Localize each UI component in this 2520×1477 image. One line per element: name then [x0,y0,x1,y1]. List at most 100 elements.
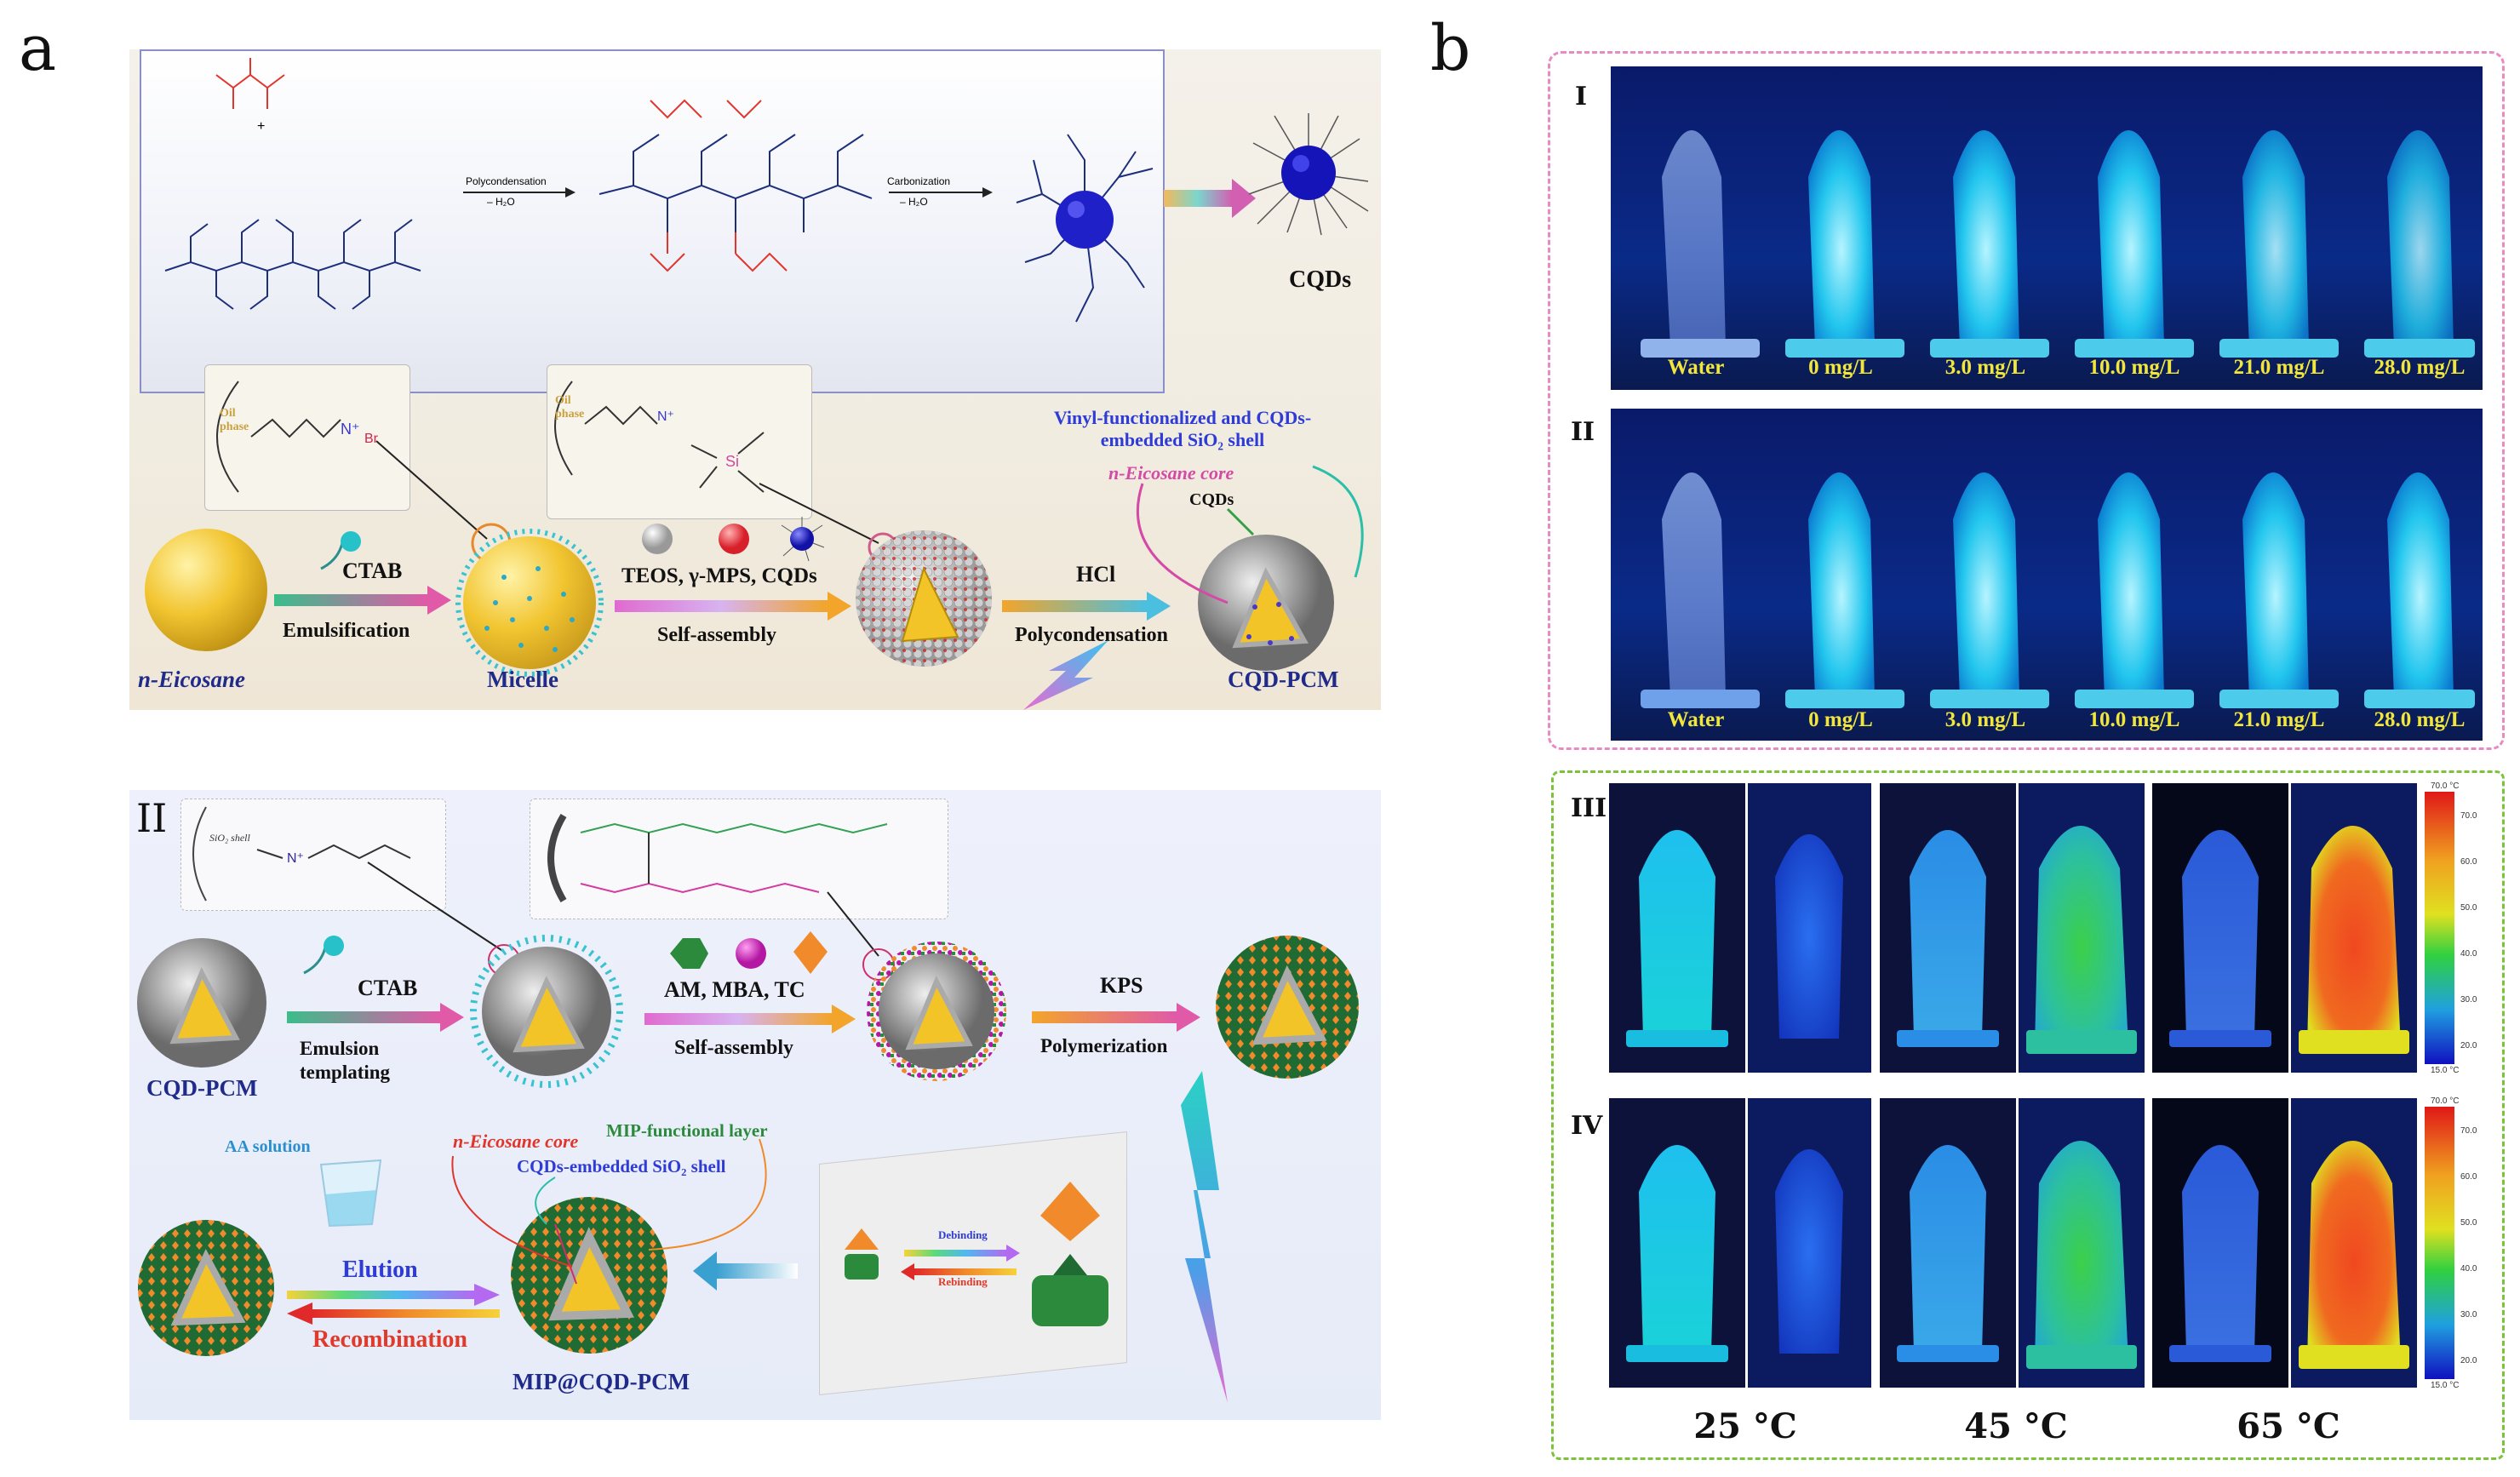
row-I-label-water: Water [1667,356,1725,379]
cqd-pcm-sphere-1 [1198,535,1334,671]
self-assembly-label-2: Self-assembly [674,1037,793,1059]
panel-a-section-II: II SiO₂ shell N⁺ CQD-PCM CTAB Emulsion t… [129,790,1381,1420]
arrow-back [693,1251,798,1291]
thermal-photo-grid [1609,783,2454,1388]
mip-cqd-pcm-sphere-center [511,1197,667,1354]
mip-sphere-left [138,1220,274,1356]
cqd-particle-icon [1248,113,1369,236]
arrow-self-assembly-2 [644,1005,856,1033]
cqd-pcm-label-1: CQD-PCM [1228,667,1339,692]
cb-tick: 20.0 [2460,1041,2477,1051]
cb-tick: 50.0 [2460,1218,2477,1228]
mip-cqd-pcm-label: MIP@CQD-PCM [513,1369,690,1394]
temperature-65: 65 °C [2236,1406,2340,1446]
row-II-label-10: 10.0 mg/L [2088,708,2180,731]
row-II-label-21: 21.0 mg/L [2233,708,2325,731]
temperature-25: 25 °C [1693,1406,1797,1446]
mip-inset [530,799,948,919]
elution-label: Elution [342,1257,418,1283]
mip-layer-label: MIP-functional layer [606,1120,768,1141]
recombination-label: Recombination [312,1326,467,1353]
mip-cqd-pcm-sphere-right [1216,936,1359,1079]
panel-a-section-I: I [129,49,1381,710]
arrow-emulsification [274,586,451,615]
ctab-molecule: N⁺ Br [216,381,379,493]
colorbar-top-label-IV: 70.0 °C [2431,1096,2460,1106]
minus-h2o-label-2: – H₂O [900,196,928,208]
aa-solution-label: AA solution [225,1137,311,1156]
n-eicosane-sphere [145,529,267,651]
colorbar-bottom-label-III: 15.0 °C [2431,1066,2460,1075]
cb-tick: 70.0 [2460,811,2477,821]
uv-photo-row-II: Water 0 mg/L 3.0 mg/L 10.0 mg/L 21.0 mg/… [1611,409,2483,741]
arrow-to-cqds [1164,179,1256,218]
cqd-synthesis-scheme [164,58,1154,323]
row-II-label-3: 3.0 mg/L [1944,708,2026,731]
pei-structure-left [164,219,421,310]
teos-mps-cqds-label: TEOS, γ-MPS, CQDs [621,564,817,587]
oil-phase-label-2: Oil phase [555,394,585,421]
debinding-label: Debinding [938,1228,988,1241]
ctab-molecule-2: SiO₂ shell N⁺ [192,806,411,902]
colorbar-ticks-IV: 70.0 60.0 50.0 40.0 30.0 20.0 [2460,1108,2477,1384]
colorbar-ticks-III: 70.0 60.0 50.0 40.0 30.0 20.0 [2460,793,2477,1069]
citric-acid-structure [215,58,285,109]
panel-b-letter: b [1430,12,1471,85]
cqd-pcm-sphere-2 [137,938,266,1068]
svg-text:Br: Br [364,432,379,446]
ctab-label-2: CTAB [358,976,418,1000]
beaker-icon [319,1159,382,1228]
reagent-spheres [642,517,825,562]
cb-tick: 20.0 [2460,1356,2477,1365]
temperature-45: 45 °C [1964,1406,2068,1446]
row-II-label-28: 28.0 mg/L [2374,708,2466,731]
row-II-label: II [1571,417,1595,447]
oil-phase-label-1: Oil phase [220,407,249,433]
mip-assembled-sphere [867,942,1006,1081]
cqds-title: CQDs [1289,266,1352,293]
row-II-label-0: 0 mg/L [1808,708,1873,731]
silane-molecule: N⁺ Si [554,381,765,493]
emulsion-templating-label: Emulsion templating [300,1038,391,1083]
minus-h2o-label-1: – H₂O [487,196,515,208]
assembled-sphere [856,530,992,667]
svg-text:Si: Si [725,453,739,470]
row-I-label-21: 21.0 mg/L [2233,356,2325,379]
svg-text:N⁺: N⁺ [657,409,674,424]
mip-molecule [547,813,888,903]
carbonization-label: Carbonization [887,175,951,187]
cqd-branches [1016,134,1154,323]
svg-text:SiO₂ shell: SiO₂ shell [209,832,251,844]
micelle-sphere [455,529,604,677]
section-II-label: II [136,795,168,841]
arrow-self-assembly-1 [615,592,851,621]
cb-tick: 40.0 [2460,949,2477,959]
n-eicosane-core-label-1: n-Eicosane core [1108,462,1234,484]
cb-tick: 40.0 [2460,1264,2477,1274]
row-I-label-3: 3.0 mg/L [1944,356,2026,379]
arrow-polycondensation-2 [1002,592,1171,621]
polymer-network-middle [598,134,873,232]
row-I-label: I [1575,82,1588,112]
cqd-synthesis-box [140,49,1165,393]
pointer-curves-2 [451,1138,767,1268]
lightning-vertical [1181,1071,1228,1403]
tubes-row-II [1641,472,2475,708]
panel-a-letter: a [19,12,57,85]
arrow-carbonization [889,187,993,198]
polycondensation-label-1: Polycondensation [466,175,547,187]
tubes-row-I [1641,130,2475,358]
row-I-label-10: 10.0 mg/L [2088,356,2180,379]
citric-network-middle [650,99,788,272]
uv-photos-frame [1548,51,2505,750]
row-II-label-water: Water [1667,708,1725,731]
thermal-photos-frame [1551,770,2505,1460]
cb-tick: 70.0 [2460,1126,2477,1136]
svg-text:N⁺: N⁺ [287,851,304,866]
polycondensation-label-2: Polycondensation [1015,624,1169,646]
svg-text:N⁺: N⁺ [341,421,360,438]
colorbar-top-label-III: 70.0 °C [2431,781,2460,791]
cqds-shell-label: CQDs-embedded SiO₂ shell [517,1156,726,1176]
ctab-label-1: CTAB [342,558,403,583]
hcl-label: HCl [1076,562,1116,587]
